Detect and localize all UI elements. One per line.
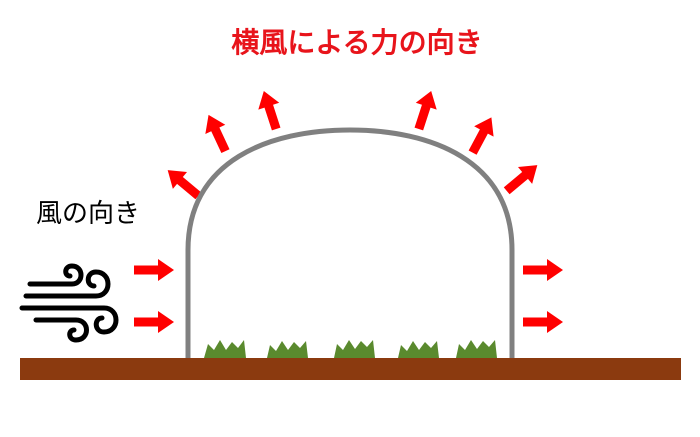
force-arrow-right-2 bbox=[523, 311, 563, 333]
wind-icon bbox=[19, 263, 119, 343]
plant-4 bbox=[398, 341, 439, 358]
arch-frame bbox=[185, 127, 515, 358]
force-arrow-3 bbox=[253, 87, 287, 133]
plant-5 bbox=[456, 340, 497, 358]
force-arrow-5 bbox=[462, 112, 502, 158]
force-arrow-right-1 bbox=[523, 259, 563, 281]
wind-direction-label: 風の向き bbox=[36, 199, 140, 229]
ground bbox=[20, 358, 681, 380]
wind-arrow-incoming-2 bbox=[134, 311, 174, 333]
title: 横風による力の向き bbox=[231, 26, 482, 59]
plant-2 bbox=[267, 341, 308, 358]
crops bbox=[204, 340, 497, 358]
force-arrow-2 bbox=[198, 110, 236, 156]
plant-1 bbox=[204, 340, 246, 358]
force-arrow-4 bbox=[408, 87, 442, 133]
plant-3 bbox=[334, 340, 375, 358]
force-arrow-6 bbox=[499, 156, 545, 200]
wind-arrow-incoming-1 bbox=[134, 259, 174, 281]
